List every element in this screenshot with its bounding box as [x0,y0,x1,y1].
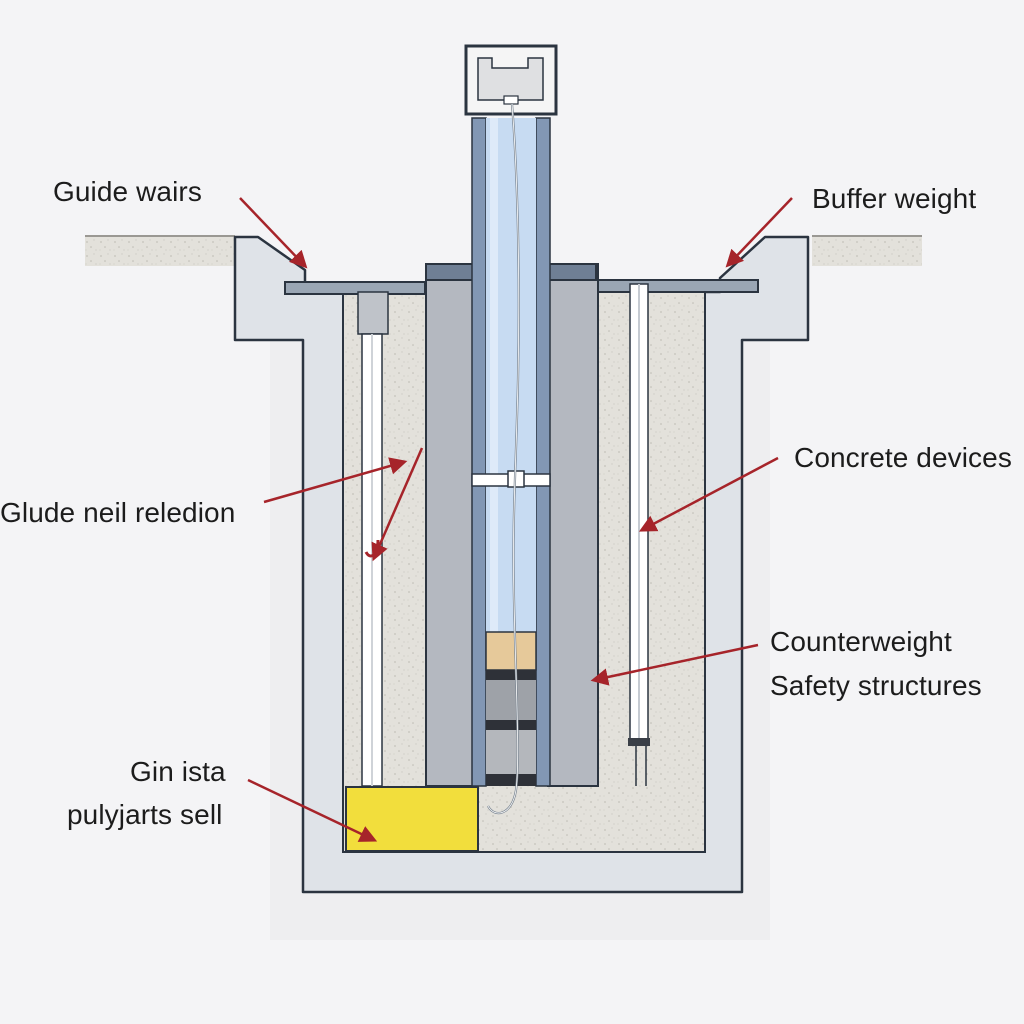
label-gin-ista: Gin ista [130,756,226,787]
arrow-gin-ista [247,778,378,842]
left-column [425,263,475,787]
arrow-concrete-devices [638,456,779,532]
left-guide-rail [357,291,389,335]
ground-right [812,236,922,266]
shaft-rail-right [535,117,551,787]
label-pulyjarts-sell: pulyjarts sell [67,799,223,830]
label-buffer-weight: Buffer weight [812,183,977,214]
counterweight-top [485,631,537,671]
ground-left [85,236,235,266]
right-column [547,263,599,787]
arrow-buffer-weight [725,197,793,268]
buffer-block [345,786,479,852]
shaft-rail-left [471,117,487,787]
label-concrete-devices: Concrete devices [794,442,1012,473]
top-slab-left [284,281,426,295]
arrow-glude-neil-1 [263,457,408,504]
top-slab-right [597,279,759,293]
label-glude-neil-reledion: Glude neil reledion [0,497,236,528]
label-guide-wairs: Guide wairs [53,176,202,207]
label-counterweight: Counterweight [770,626,952,657]
arrow-counterweight [590,643,759,686]
label-safety-structures: Safety structures [770,670,982,701]
arrow-guide-wairs [239,197,308,269]
arrow-glude-neil-2 [371,447,424,562]
